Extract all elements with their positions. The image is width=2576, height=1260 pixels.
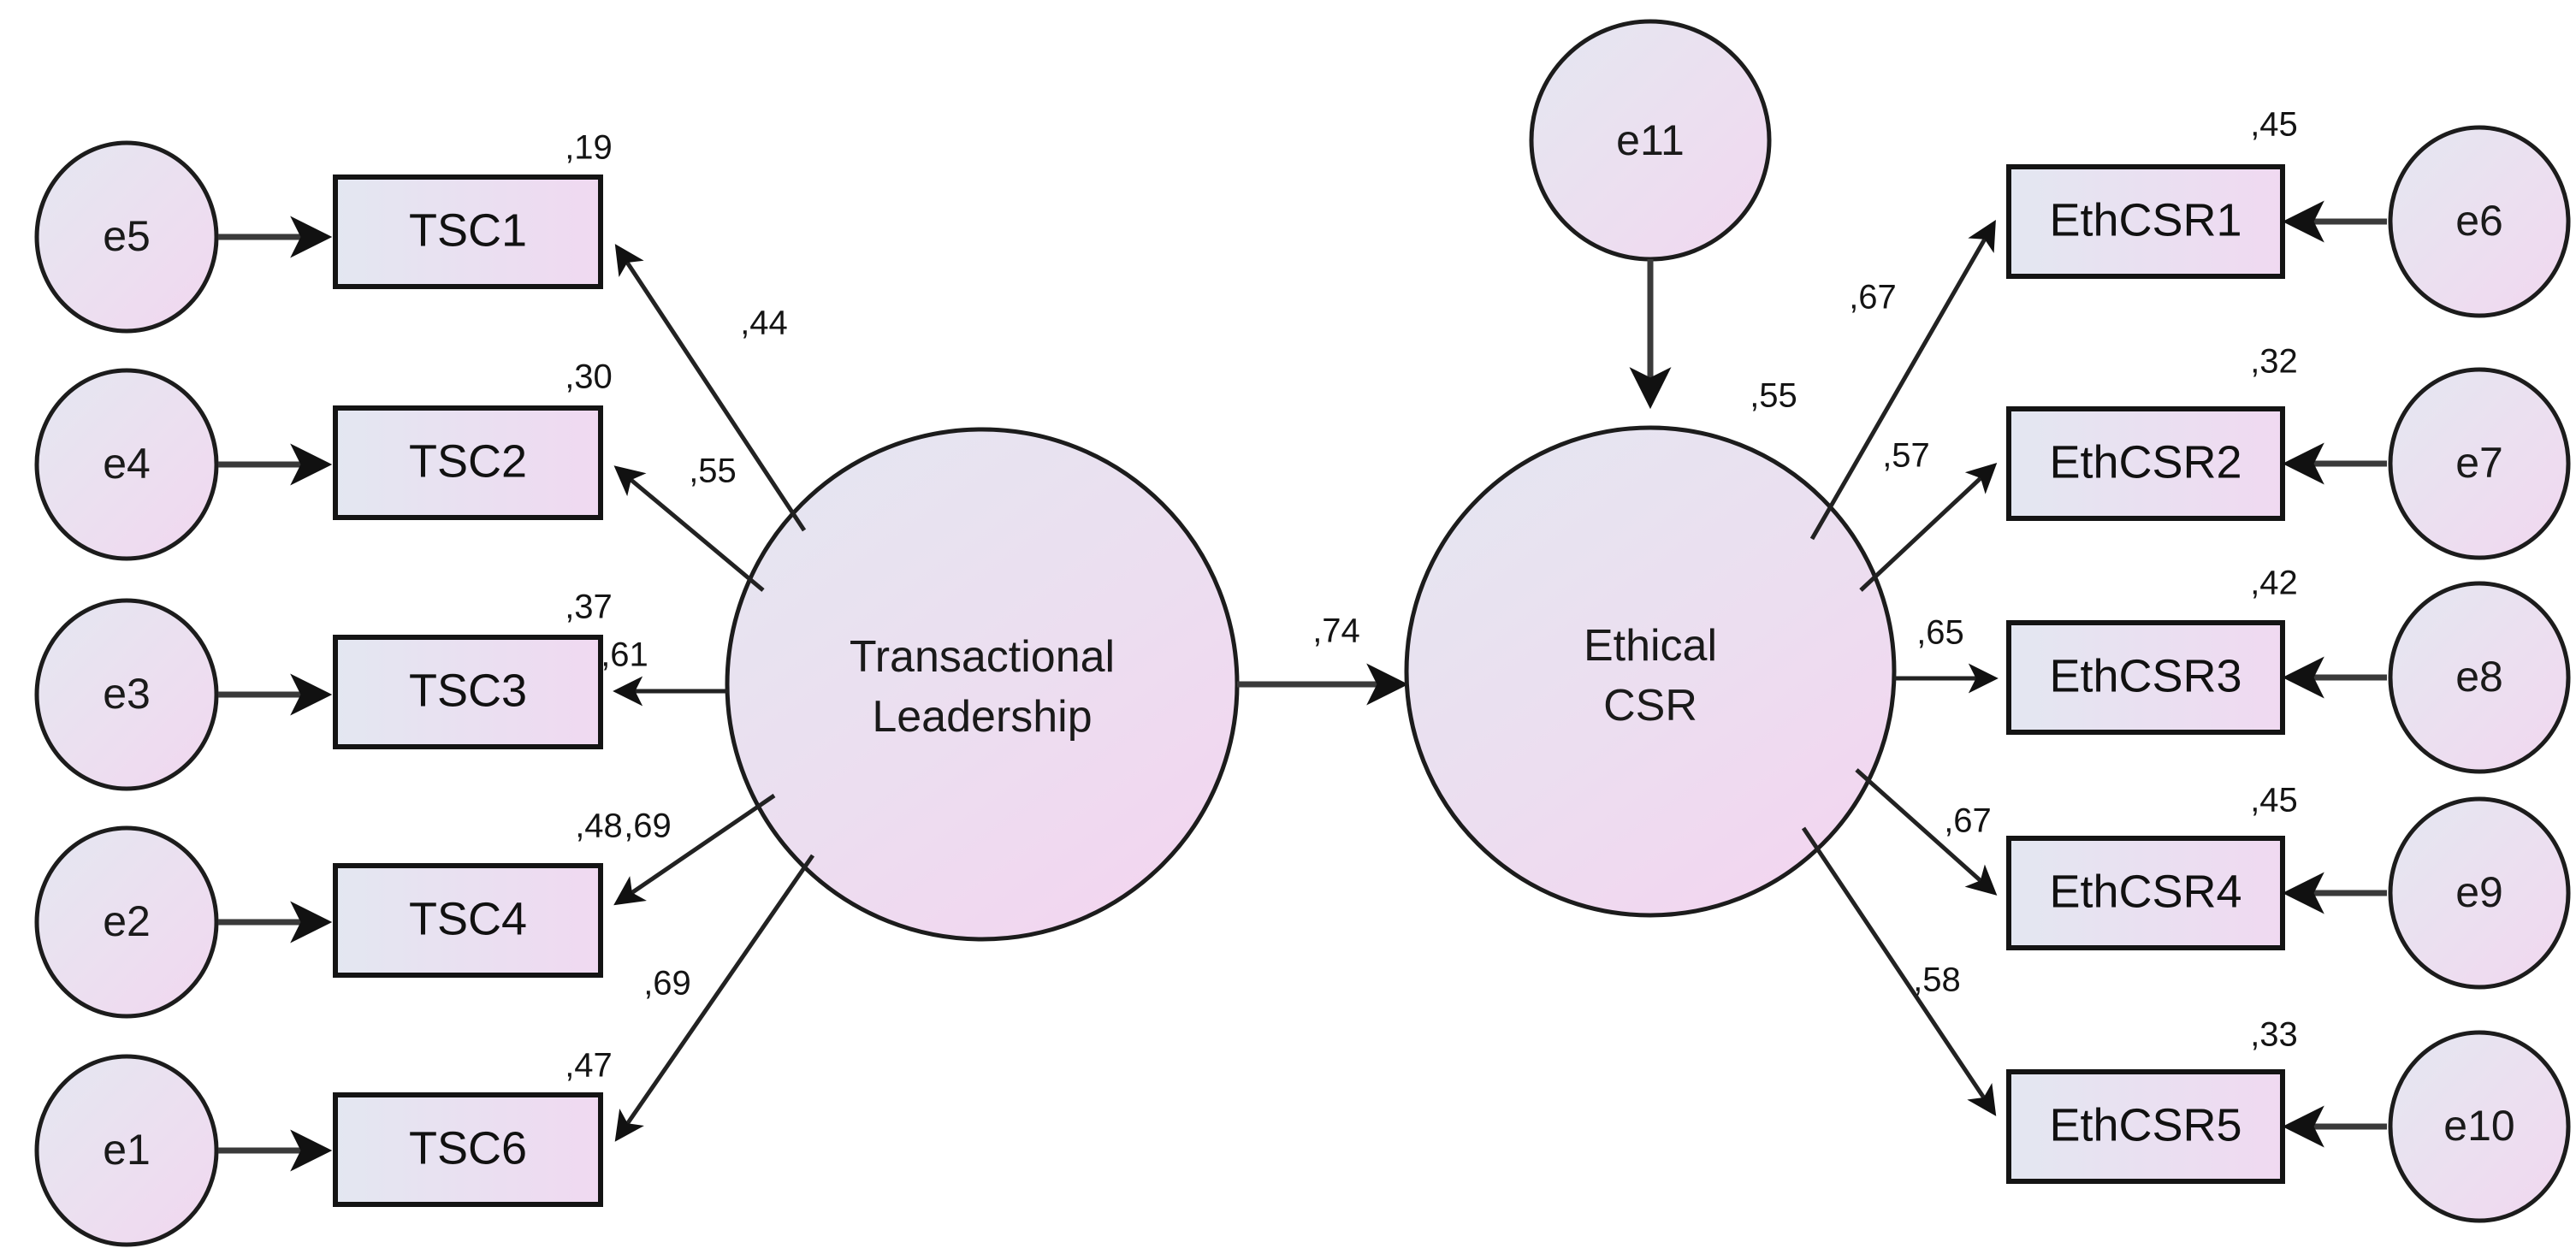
latent-label-line1-transactional: Transactional [850, 632, 1115, 682]
error-label-e4: e4 [103, 440, 151, 488]
loading-label-ethcsr2: ,57 [1882, 437, 1930, 475]
error-node-e9[interactable]: e9 [2388, 796, 2571, 990]
disturbance-label-e11: e11 [1616, 116, 1685, 164]
error-label-e8: e8 [2455, 653, 2503, 701]
error-label-e2: e2 [103, 897, 151, 945]
loading-label-tsc3: ,61 [601, 636, 648, 674]
indicator-box-ethcsr1[interactable]: EthCSR1 [2006, 164, 2285, 279]
error-label-e1: e1 [103, 1126, 151, 1174]
edge-tl-tsc1 [614, 244, 807, 532]
smc-label-tsc6: ,47 [565, 1047, 613, 1085]
loading-label-ethcsr3: ,65 [1916, 614, 1964, 652]
edge-ethical-ethcsr2 [1859, 463, 1998, 592]
indicator-box-ethcsr3[interactable]: EthCSR3 [2006, 620, 2285, 735]
indicator-box-tsc4[interactable]: TSC4 [333, 863, 603, 978]
error-label-e7: e7 [2455, 439, 2503, 487]
error-node-e2[interactable]: e2 [34, 825, 219, 1019]
indicator-box-tsc1[interactable]: TSC1 [333, 175, 603, 289]
smc-label-tsc3: ,37 [565, 589, 613, 626]
latent-label-line2-ethical: CSR [1603, 681, 1697, 731]
disturbance-node-e11[interactable]: e11 [1529, 19, 1772, 262]
indicator-label-tsc1: TSC1 [409, 204, 527, 256]
indicator-box-tsc3[interactable]: TSC3 [333, 635, 603, 749]
smc-label-tsc4: ,48 [575, 807, 623, 845]
loading-label-ethcsr1: ,67 [1849, 279, 1897, 316]
error-label-e5: e5 [103, 212, 151, 260]
indicator-label-ethcsr1: EthCSR1 [2049, 194, 2241, 245]
edge-ethical-ethcsr1 [1809, 219, 1996, 541]
loading-label-tsc4: ,69 [624, 807, 672, 845]
error-node-e8[interactable]: e8 [2388, 581, 2571, 774]
error-label-e10: e10 [2443, 1102, 2514, 1150]
smc-label-ethcsr4: ,45 [2250, 782, 2298, 819]
loading-label-tsc6: ,69 [643, 965, 691, 1003]
edge-ethical-ethcsr5 [1801, 826, 1997, 1116]
error-node-e3[interactable]: e3 [34, 598, 219, 791]
indicator-label-ethcsr2: EthCSR2 [2049, 436, 2241, 488]
edge-tl-tsc2 [613, 465, 765, 592]
indicator-label-ethcsr5: EthCSR5 [2049, 1099, 2241, 1151]
indicator-box-ethcsr5[interactable]: EthCSR5 [2006, 1069, 2285, 1184]
error-label-e3: e3 [103, 670, 151, 718]
smc-label-ethcsr3: ,42 [2250, 565, 2298, 602]
indicator-box-ethcsr4[interactable]: EthCSR4 [2006, 836, 2285, 950]
smc-label-ethcsr2: ,32 [2250, 343, 2298, 381]
smc-label-tsc1: ,19 [565, 129, 613, 167]
error-node-e5[interactable]: e5 [34, 140, 219, 334]
smc-label-tsc2: ,30 [565, 358, 613, 396]
ethical-csr-smc: ,55 [1750, 377, 1797, 415]
loading-label-tsc2: ,55 [689, 453, 737, 490]
error-label-e9: e9 [2455, 868, 2503, 916]
structural-path-estimate: ,74 [1312, 612, 1360, 650]
edge-tl-tsc4 [613, 793, 776, 906]
indicator-label-ethcsr3: EthCSR3 [2049, 650, 2241, 701]
indicator-label-tsc2: TSC2 [409, 435, 527, 487]
error-label-e6: e6 [2455, 197, 2503, 245]
indicator-label-tsc3: TSC3 [409, 665, 527, 716]
smc-label-ethcsr1: ,45 [2250, 106, 2298, 144]
error-node-e1[interactable]: e1 [34, 1054, 219, 1247]
latent-node-transactional-leadership[interactable]: Transactional Leadership [725, 427, 1240, 942]
smc-label-ethcsr5: ,33 [2250, 1016, 2298, 1054]
indicator-box-tsc6[interactable]: TSC6 [333, 1092, 603, 1207]
indicator-label-tsc6: TSC6 [409, 1122, 527, 1174]
indicator-label-tsc4: TSC4 [409, 893, 527, 944]
error-node-e10[interactable]: e10 [2388, 1030, 2571, 1223]
loading-label-tsc1: ,44 [740, 305, 788, 342]
error-node-e7[interactable]: e7 [2388, 367, 2571, 560]
latent-label-line1-ethical: Ethical [1584, 621, 1717, 671]
indicator-label-ethcsr4: EthCSR4 [2049, 866, 2241, 917]
latent-label-line2-transactional: Leadership [872, 692, 1092, 742]
latent-node-ethical-csr[interactable]: Ethical CSR [1404, 425, 1897, 918]
edge-tl-tsc6 [614, 854, 815, 1142]
indicator-box-ethcsr2[interactable]: EthCSR2 [2006, 406, 2285, 521]
edge-ethical-ethcsr4 [1855, 768, 1998, 896]
error-node-e6[interactable]: e6 [2388, 125, 2571, 318]
indicator-box-tsc2[interactable]: TSC2 [333, 405, 603, 520]
loading-label-ethcsr5: ,58 [1913, 961, 1961, 999]
loading-label-ethcsr4: ,67 [1944, 802, 1992, 840]
error-node-e4[interactable]: e4 [34, 368, 219, 561]
